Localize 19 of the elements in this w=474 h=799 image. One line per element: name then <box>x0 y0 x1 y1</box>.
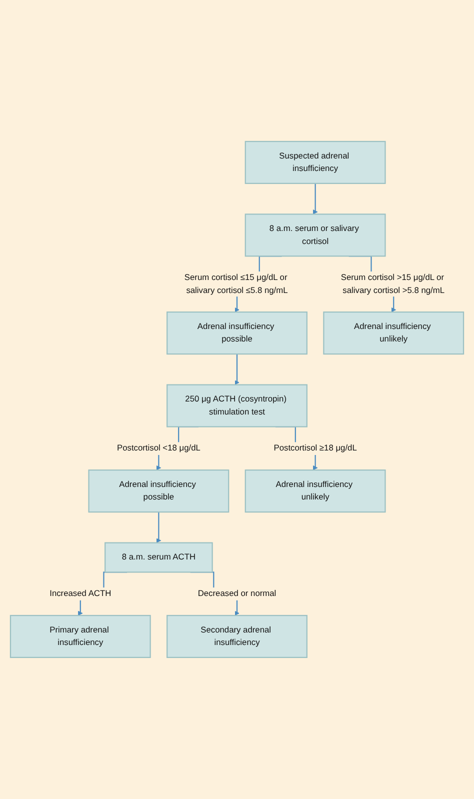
edge-label: Postcortisol ≥18 μg/dL <box>274 443 357 453</box>
node-box: Adrenal insufficiency possible <box>166 312 308 355</box>
edge-label: Decreased or normal <box>198 588 276 598</box>
edge-label: Serum cortisol ≤15 μg/dL or salivary cortisol ≤5.8 ng/mL <box>184 272 288 295</box>
edge-label: Serum cortisol >15 μg/dL or salivary cortisol >5.8 ng/mL <box>340 272 445 295</box>
arrow <box>156 512 162 544</box>
node-box: Adrenal insufficiency possible <box>88 470 230 513</box>
node-box: 8 a.m. serum or salivary cortisol <box>244 214 386 257</box>
node-box: Primary adrenal insufficiency <box>10 614 151 658</box>
arrow <box>234 353 240 386</box>
node-box: Adrenal insufficiency unlikely <box>323 312 464 355</box>
node-box: Secondary adrenal insufficiency <box>166 614 308 658</box>
edge-label: Increased ACTH <box>50 588 112 598</box>
arrow <box>312 182 318 214</box>
node-box: 250 μg ACTH (cosyntropin) stimulation test <box>166 384 308 428</box>
node-box: Suspected adrenal insufficiency <box>244 140 386 184</box>
edge-label: Postcortisol <18 μg/dL <box>116 443 200 453</box>
node-box: Adrenal insufficiency unlikely <box>244 470 386 513</box>
node-box: 8 a.m. serum ACTH <box>104 542 213 573</box>
